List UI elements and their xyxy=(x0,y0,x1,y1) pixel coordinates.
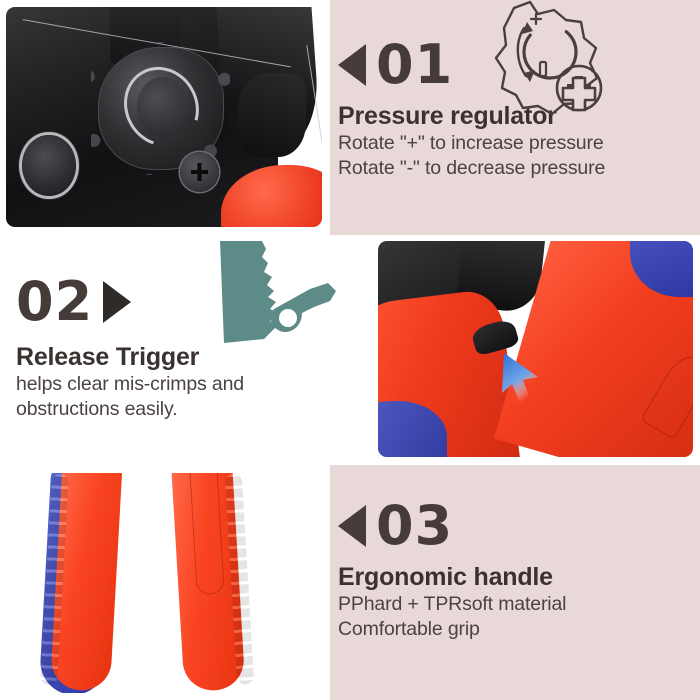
feature-headline-02: Release Trigger xyxy=(16,343,200,371)
gear-rotation-plus-minus-icon xyxy=(478,0,608,123)
blue-pointer-arrow-icon xyxy=(498,349,545,403)
feature-line-01-1: Rotate "+" to increase pressure xyxy=(338,132,604,154)
handle-groove-line xyxy=(640,349,693,440)
triangle-left-icon xyxy=(338,505,366,547)
feature-section-01: 01 Pressure regulat xyxy=(0,0,700,235)
photo-frame xyxy=(7,473,322,693)
photo-frame xyxy=(378,241,693,457)
triangle-left-icon xyxy=(338,44,366,86)
feature-line-01-2: Rotate "-" to decrease pressure xyxy=(338,156,606,179)
pressure-dial-shape xyxy=(91,41,231,175)
step-number-row-03: 03 xyxy=(338,499,690,553)
eyelet-hole-shape xyxy=(21,134,76,197)
feature-headline-01: Pressure regulator xyxy=(338,102,557,130)
release-trigger-closeup-photo xyxy=(370,235,700,465)
triangle-right-icon xyxy=(103,281,132,323)
feature-section-03: 03 Ergonomic handle PPhard + TPRsoft mat… xyxy=(0,465,700,700)
feature-section-02: 02 Release Trigger helps clear mis-crimp… xyxy=(0,235,700,465)
step-number-01: 01 xyxy=(376,33,454,96)
feature-line-02-1: helps clear mis-crimps and xyxy=(16,373,245,395)
feature-text-01: 01 Pressure regulat xyxy=(330,0,700,235)
feature-line-02-2: obstructions easily. xyxy=(16,397,178,420)
tool-jaw-secondary-shape xyxy=(236,73,307,157)
release-trigger-silhouette-icon xyxy=(210,239,338,352)
feature-headline-03: Ergonomic handle xyxy=(338,563,553,591)
dial-hub xyxy=(136,77,188,137)
feature-line-03-2: Comfortable grip xyxy=(338,617,480,640)
step-number-03: 03 xyxy=(376,494,454,557)
feature-text-02: 02 Release Trigger helps clear mis-crimp… xyxy=(0,235,370,465)
right-handle-shape xyxy=(171,473,257,693)
ergonomic-handles-photo xyxy=(0,465,330,700)
right-handle-groove-line xyxy=(189,473,226,596)
photo-frame xyxy=(6,7,322,227)
step-number-02: 02 xyxy=(16,270,94,333)
left-handle-shape xyxy=(38,473,123,693)
torx-screw-shape xyxy=(179,152,220,192)
crimper-pressure-dial-photo xyxy=(0,0,330,235)
step-number-row-02: 02 xyxy=(16,275,360,329)
feature-text-03: 03 Ergonomic handle PPhard + TPRsoft mat… xyxy=(330,465,700,700)
step-number-row-01: 01 xyxy=(338,38,690,92)
feature-line-03-1: PPhard + TPRsoft material xyxy=(338,593,567,615)
